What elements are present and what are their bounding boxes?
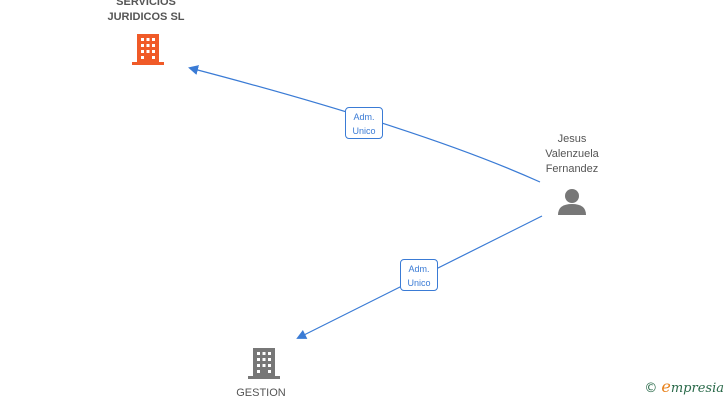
role-line: Adm. (408, 264, 430, 274)
brand-initial: e (661, 377, 671, 396)
copyright-icon: © (644, 381, 658, 396)
person-icon[interactable] (558, 189, 586, 215)
brand-logo: ©empresia (644, 377, 724, 396)
company-name-gestion[interactable]: GESTION (221, 386, 301, 401)
company-name-line: GESTION (236, 387, 286, 399)
company-name-line: SERVICIOS (116, 0, 176, 8)
edge-label-role[interactable]: Adm. Unico (400, 259, 438, 291)
edge-person-to-servicios (188, 65, 541, 183)
building-icon[interactable] (248, 348, 280, 379)
person-name-line: Valenzuela (545, 148, 599, 160)
edge-label-role[interactable]: Adm. Unico (345, 107, 383, 139)
role-line: Unico (407, 278, 431, 288)
building-icon[interactable] (132, 34, 164, 65)
person-name-line: Jesus (557, 133, 587, 145)
person-name-line: Fernandez (545, 163, 599, 175)
role-line: Adm. (353, 112, 375, 122)
role-line: Unico (352, 126, 376, 136)
company-name-servicios[interactable]: SERVICIOS JURIDICOS SL (88, 0, 204, 25)
company-name-line: JURIDICOS SL (107, 11, 185, 23)
person-name[interactable]: Jesus Valenzuela Fernandez (522, 132, 622, 177)
brand-text: mpresia (670, 381, 724, 396)
